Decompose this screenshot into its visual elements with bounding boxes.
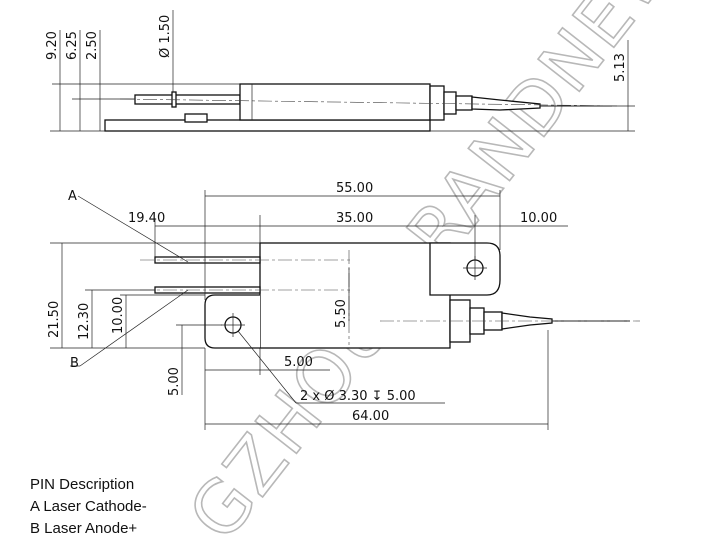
dim-12-30: 12.30 (77, 303, 92, 340)
pin-description-title: PIN Description (30, 476, 135, 493)
pin-description-b: B Laser Anode+ (30, 520, 138, 537)
dim-19-40: 19.40 (128, 211, 165, 226)
dim-10-00-left: 10.00 (111, 297, 126, 334)
dim-5-00-h: 5.00 (284, 355, 313, 370)
dim-6-25: 6.25 (65, 31, 80, 60)
dim-9-20: 9.20 (45, 31, 60, 60)
side-view: 9.20 6.25 2.50 Ø 1.50 5.13 (45, 10, 635, 132)
pin-description: PIN Description A Laser Cathode- B Laser… (30, 474, 147, 540)
side-connector-2 (455, 95, 473, 111)
side-flange (429, 85, 445, 121)
top-right-ear (429, 242, 501, 296)
pin-description-a: A Laser Cathode- (30, 498, 147, 515)
top-view: 55.00 19.40 35.00 10.00 A B 21.50 12.30 … (47, 181, 640, 430)
dim-5-00-v: 5.00 (167, 367, 182, 396)
side-base-plate (104, 119, 431, 132)
dim-dia-1-50: Ø 1.50 (158, 15, 173, 58)
label-b: B (70, 356, 79, 371)
side-taper (471, 96, 541, 111)
dim-holes: 2 x Ø 3.30 ↧ 5.00 (300, 389, 416, 404)
dim-64-00: 64.00 (352, 409, 389, 424)
top-body (259, 242, 451, 349)
side-base-step (184, 113, 208, 123)
dim-5-50: 5.50 (334, 299, 349, 328)
side-connector-1 (443, 91, 457, 115)
dim-10-00-top: 10.00 (520, 211, 557, 226)
dim-5-13: 5.13 (613, 53, 628, 82)
dim-55-00: 55.00 (336, 181, 373, 196)
dim-21-50: 21.50 (47, 301, 62, 338)
dim-35-00: 35.00 (336, 211, 373, 226)
dim-2-50: 2.50 (85, 31, 100, 60)
label-a: A (68, 189, 77, 204)
